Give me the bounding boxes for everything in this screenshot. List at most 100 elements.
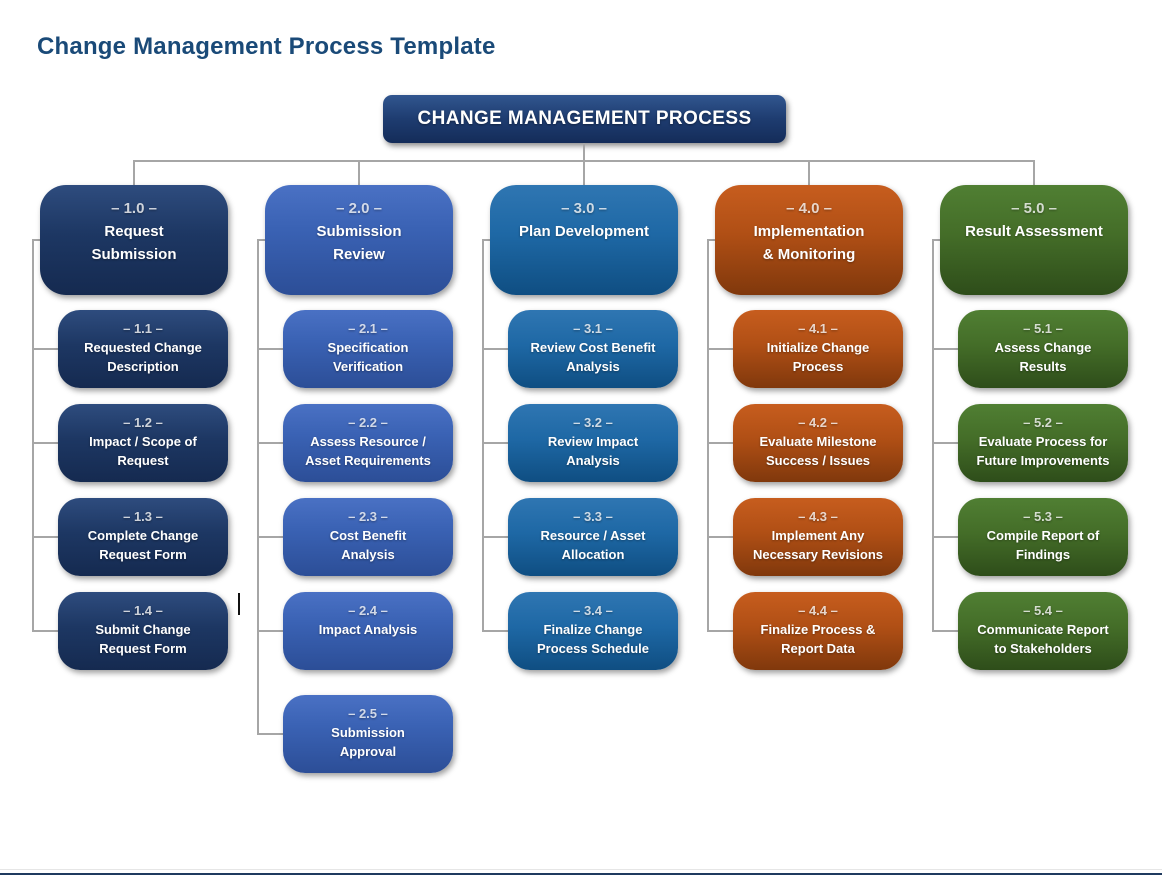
node-4.2[interactable]: – 4.2 – Evaluate Milestone Success / Issu… <box>733 404 903 482</box>
node-5.0[interactable]: – 5.0 –Result Assessment <box>940 185 1128 295</box>
node-label: Submission Review <box>316 223 402 263</box>
node-3.1[interactable]: – 3.1 –Review Cost Benefit Analysis <box>508 310 678 388</box>
connector-child-stub-3.4 <box>482 630 508 632</box>
node-label: Impact / Scope of Request <box>89 434 197 468</box>
node-label: Compile Report of Findings <box>986 528 1100 562</box>
node-label: Complete Change Request Form <box>87 528 199 562</box>
node-label: Specification Verification <box>327 340 409 374</box>
connector-drop-4 <box>808 160 810 186</box>
node-number: – 3.4 – <box>573 603 613 618</box>
node-4.0[interactable]: – 4.0 – Implementation & Monitoring <box>715 185 903 295</box>
node-number: – 2.5 – <box>348 706 388 721</box>
connector-parent-stub-2.0 <box>257 239 265 241</box>
connector-child-stub-1.3 <box>32 536 58 538</box>
root-node-label: CHANGE MANAGEMENT PROCESS <box>417 108 752 129</box>
connector-child-stub-1.2 <box>32 442 58 444</box>
root-node-change-management-process[interactable]: CHANGE MANAGEMENT PROCESS <box>383 95 786 143</box>
connector-child-stub-3.2 <box>482 442 508 444</box>
node-number: – 3.2 – <box>573 415 613 430</box>
node-4.3[interactable]: – 4.3 – Implement Any Necessary Revisions <box>733 498 903 576</box>
node-number: – 4.3 – <box>798 509 838 524</box>
connector-drop-2 <box>358 160 360 186</box>
node-label: Resource / Asset Allocation <box>540 528 646 562</box>
node-number: – 3.3 – <box>573 509 613 524</box>
node-3.0[interactable]: – 3.0 – Plan Development <box>490 185 678 295</box>
connector-child-stub-2.5 <box>257 733 283 735</box>
connector-parent-stub-4.0 <box>707 239 715 241</box>
node-1.1[interactable]: – 1.1 –Requested Change Description <box>58 310 228 388</box>
node-2.1[interactable]: – 2.1 –Specification Verification <box>283 310 453 388</box>
node-3.2[interactable]: – 3.2 – Review Impact Analysis <box>508 404 678 482</box>
node-label: Implement Any Necessary Revisions <box>752 528 884 562</box>
node-label: Evaluate Process for Future Improvements <box>976 434 1110 468</box>
node-label: Plan Development <box>518 223 650 240</box>
connector-child-stub-2.3 <box>257 536 283 538</box>
connector-rail-4.0 <box>707 239 709 631</box>
connector-parent-stub-3.0 <box>482 239 490 241</box>
node-3.4[interactable]: – 3.4 – Finalize Change Process Schedule <box>508 592 678 670</box>
node-4.4[interactable]: – 4.4 –Finalize Process & Report Data <box>733 592 903 670</box>
connector-child-stub-2.1 <box>257 348 283 350</box>
node-number: – 1.1 – <box>123 321 163 336</box>
node-4.1[interactable]: – 4.1 –Initialize Change Process <box>733 310 903 388</box>
connector-rail-3.0 <box>482 239 484 631</box>
node-label: Cost Benefit Analysis <box>329 528 407 562</box>
node-number: – 4.2 – <box>798 415 838 430</box>
node-5.3[interactable]: – 5.3 – Compile Report of Findings <box>958 498 1128 576</box>
connector-child-stub-4.4 <box>707 630 733 632</box>
connector-child-stub-1.1 <box>32 348 58 350</box>
node-number: – 5.3 – <box>1023 509 1063 524</box>
node-label: Review Cost Benefit Analysis <box>530 340 656 374</box>
node-number: – 4.4 – <box>798 603 838 618</box>
node-2.2[interactable]: – 2.2 –Assess Resource / Asset Requireme… <box>283 404 453 482</box>
node-label: Initialize Change Process <box>766 340 870 374</box>
connector-rail-5.0 <box>932 239 934 631</box>
node-number: – 3.0 – <box>561 200 607 217</box>
node-number: – 4.0 – <box>786 200 832 217</box>
node-label: Evaluate Milestone Success / Issues <box>759 434 877 468</box>
connector-child-stub-2.4 <box>257 630 283 632</box>
connector-child-stub-5.4 <box>932 630 958 632</box>
node-label: Communicate Report to Stakeholders <box>977 622 1109 656</box>
node-5.1[interactable]: – 5.1 –Assess Change Results <box>958 310 1128 388</box>
connector-drop-3 <box>583 160 585 186</box>
node-1.4[interactable]: – 1.4 –Submit Change Request Form <box>58 592 228 670</box>
text-cursor-artifact <box>238 593 240 615</box>
node-1.2[interactable]: – 1.2 – Impact / Scope of Request <box>58 404 228 482</box>
connector-child-stub-5.1 <box>932 348 958 350</box>
node-1.0[interactable]: – 1.0 –Request Submission <box>40 185 228 295</box>
node-label: Assess Change Results <box>994 340 1092 374</box>
node-2.3[interactable]: – 2.3 – Cost Benefit Analysis <box>283 498 453 576</box>
connector-parent-stub-5.0 <box>932 239 940 241</box>
connector-drop-1 <box>133 160 135 186</box>
node-label: Result Assessment <box>965 223 1103 240</box>
node-1.3[interactable]: – 1.3 –Complete Change Request Form <box>58 498 228 576</box>
node-number: – 1.2 – <box>123 415 163 430</box>
connector-child-stub-5.3 <box>932 536 958 538</box>
node-5.2[interactable]: – 5.2 – Evaluate Process for Future Impro… <box>958 404 1128 482</box>
node-number: – 2.4 – <box>348 603 388 618</box>
node-2.4[interactable]: – 2.4 – Impact Analysis <box>283 592 453 670</box>
node-number: – 5.2 – <box>1023 415 1063 430</box>
connector-child-stub-4.1 <box>707 348 733 350</box>
connector-rail-1.0 <box>32 239 34 631</box>
node-label: Review Impact Analysis <box>547 434 639 468</box>
node-label: Implementation & Monitoring <box>753 223 865 263</box>
node-number: – 1.4 – <box>123 603 163 618</box>
node-label: Finalize Change Process Schedule <box>537 622 649 656</box>
node-label: Impact Analysis <box>318 622 418 637</box>
node-number: – 1.0 – <box>111 200 157 217</box>
connector-parent-stub-1.0 <box>32 239 40 241</box>
node-2.5[interactable]: – 2.5 –Submission Approval <box>283 695 453 773</box>
node-number: – 2.0 – <box>336 200 382 217</box>
node-number: – 2.2 – <box>348 415 388 430</box>
connector-child-stub-5.2 <box>932 442 958 444</box>
node-2.0[interactable]: – 2.0 – Submission Review <box>265 185 453 295</box>
node-5.4[interactable]: – 5.4 –Communicate Report to Stakeholder… <box>958 592 1128 670</box>
connector-child-stub-4.3 <box>707 536 733 538</box>
connector-child-stub-2.2 <box>257 442 283 444</box>
node-number: – 2.3 – <box>348 509 388 524</box>
node-3.3[interactable]: – 3.3 – Resource / Asset Allocation <box>508 498 678 576</box>
connector-rail-2.0 <box>257 239 259 734</box>
